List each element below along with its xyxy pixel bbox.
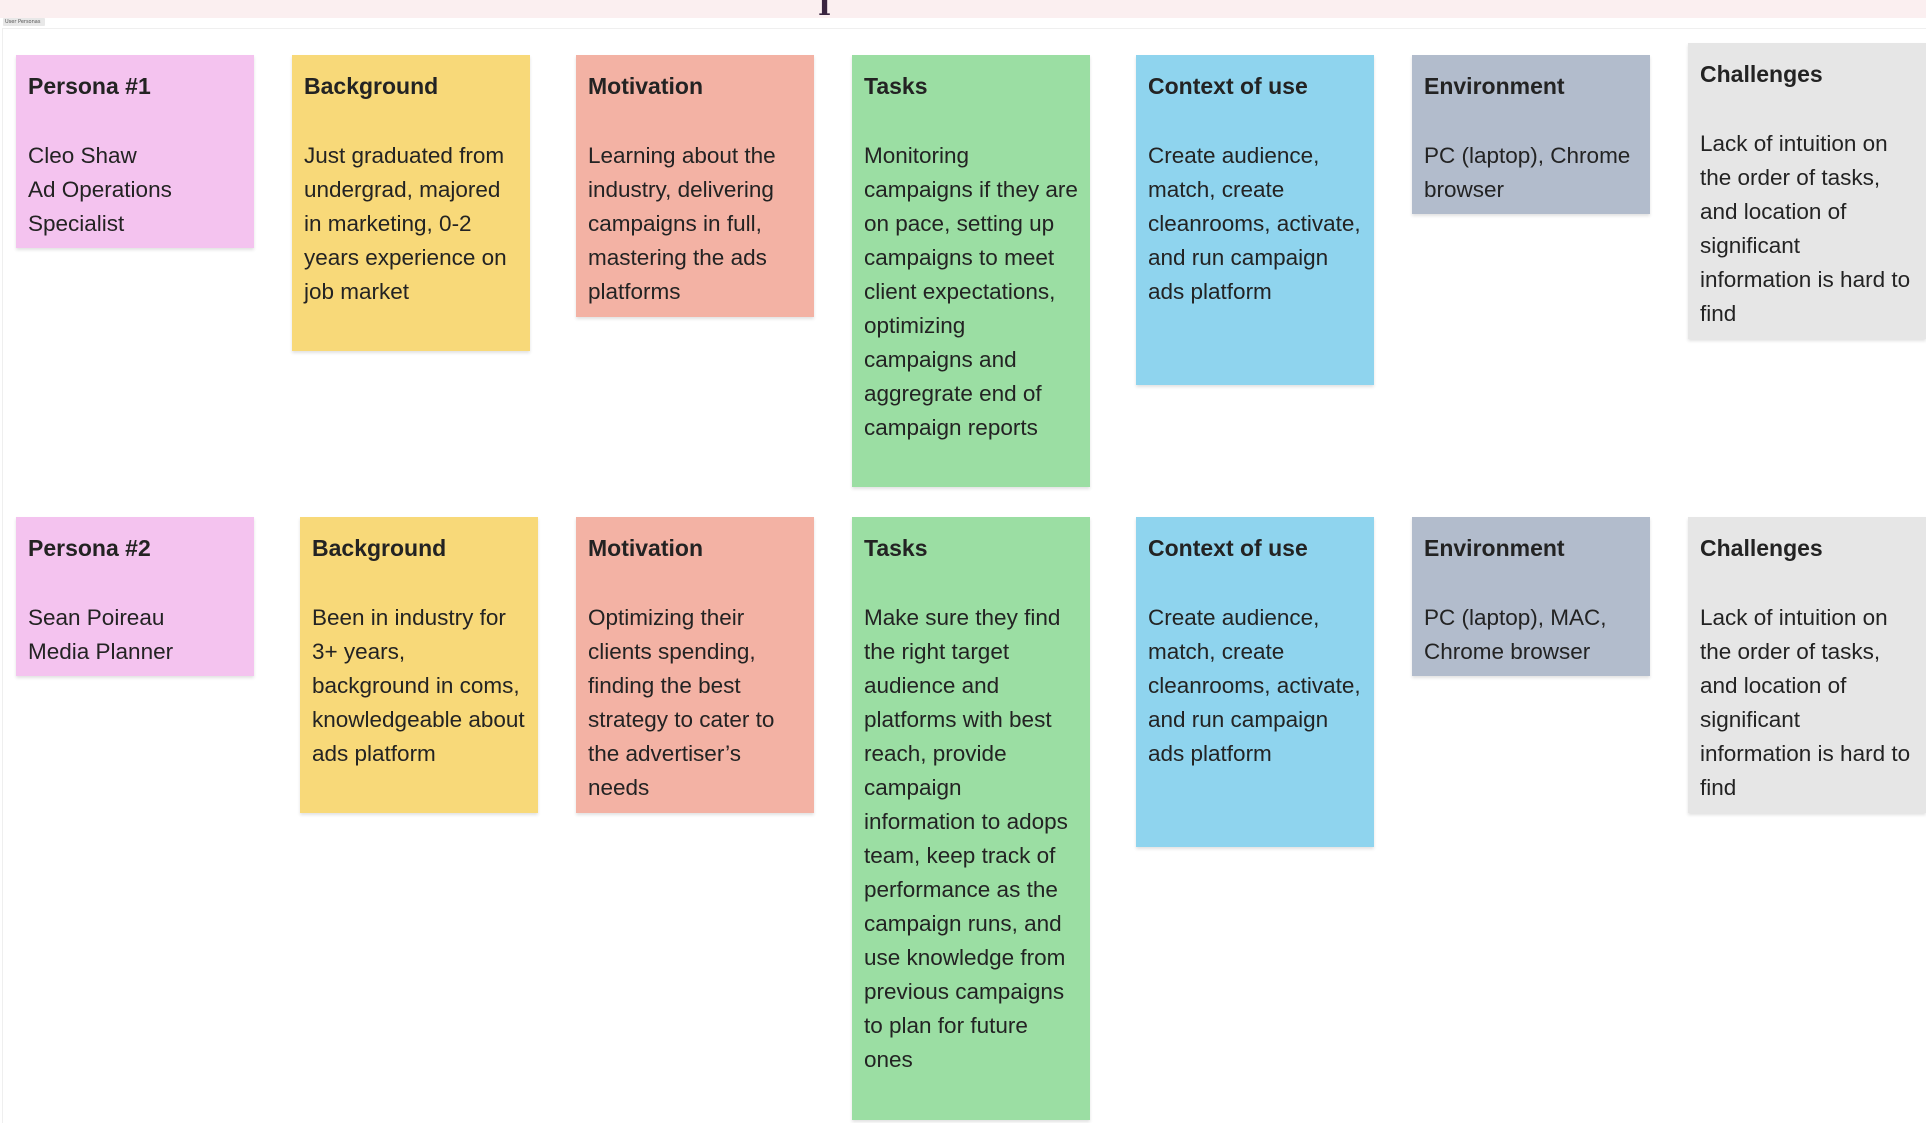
sticky-title: Environment (1424, 535, 1565, 561)
sticky-title: Challenges (1700, 535, 1823, 561)
sticky-body: Create audience, match, create cleanroom… (1148, 143, 1361, 304)
sticky-body: Been in industry for 3+ years, backgroun… (312, 605, 525, 766)
sticky-body: Lack of intuition on the order of tasks,… (1700, 605, 1911, 800)
sticky-title: Motivation (588, 73, 703, 99)
sticky-tasks-2[interactable]: Tasks Make sure they find the right targ… (852, 517, 1090, 1120)
sticky-background-1[interactable]: Background Just graduated from undergrad… (292, 55, 530, 351)
sticky-challenges-2[interactable]: Challenges Lack of intuition on the orde… (1688, 517, 1926, 813)
sticky-body: Monitoring campaigns if they are on pace… (864, 143, 1078, 440)
top-bar: I (0, 0, 1926, 22)
sticky-title: Context of use (1148, 73, 1308, 99)
sticky-title: Environment (1424, 73, 1565, 99)
sticky-context-2[interactable]: Context of use Create audience, match, c… (1136, 517, 1374, 847)
sticky-environment-1[interactable]: Environment PC (laptop), Chrome browser (1412, 55, 1650, 214)
sticky-body: Lack of intuition on the order of tasks,… (1700, 131, 1911, 326)
sticky-body: Just graduated from undergrad, majored i… (304, 143, 507, 304)
sticky-title: Motivation (588, 535, 703, 561)
sticky-context-1[interactable]: Context of use Create audience, match, c… (1136, 55, 1374, 385)
sticky-motivation-2[interactable]: Motivation Optimizing their clients spen… (576, 517, 814, 813)
sticky-body: PC (laptop), Chrome browser (1424, 143, 1631, 202)
sticky-title: Challenges (1700, 61, 1823, 87)
sticky-title: Background (304, 73, 439, 99)
sticky-title: Tasks (864, 73, 928, 99)
sticky-environment-2[interactable]: Environment PC (laptop), MAC, Chrome bro… (1412, 517, 1650, 676)
sticky-body: Learning about the industry, delivering … (588, 143, 776, 304)
sticky-challenges-1[interactable]: Challenges Lack of intuition on the orde… (1688, 43, 1926, 339)
cursor-glyph: I (818, 0, 832, 22)
sticky-title: Background (312, 535, 447, 561)
canvas-frame (2, 28, 1926, 1123)
sticky-motivation-1[interactable]: Motivation Learning about the industry, … (576, 55, 814, 317)
sticky-title: Persona #2 (28, 535, 151, 561)
sticky-background-2[interactable]: Background Been in industry for 3+ years… (300, 517, 538, 813)
sticky-body: Optimizing their clients spending, findi… (588, 605, 775, 800)
sticky-title: Context of use (1148, 535, 1308, 561)
sticky-body: Make sure they find the right target aud… (864, 605, 1068, 1072)
sticky-tasks-1[interactable]: Tasks Monitoring campaigns if they are o… (852, 55, 1090, 487)
sticky-title: Persona #1 (28, 73, 151, 99)
sticky-body: Create audience, match, create cleanroom… (1148, 605, 1361, 766)
sticky-title: Tasks (864, 535, 928, 561)
frame-label[interactable]: User Personas (3, 18, 45, 26)
sticky-body: PC (laptop), MAC, Chrome browser (1424, 605, 1607, 664)
